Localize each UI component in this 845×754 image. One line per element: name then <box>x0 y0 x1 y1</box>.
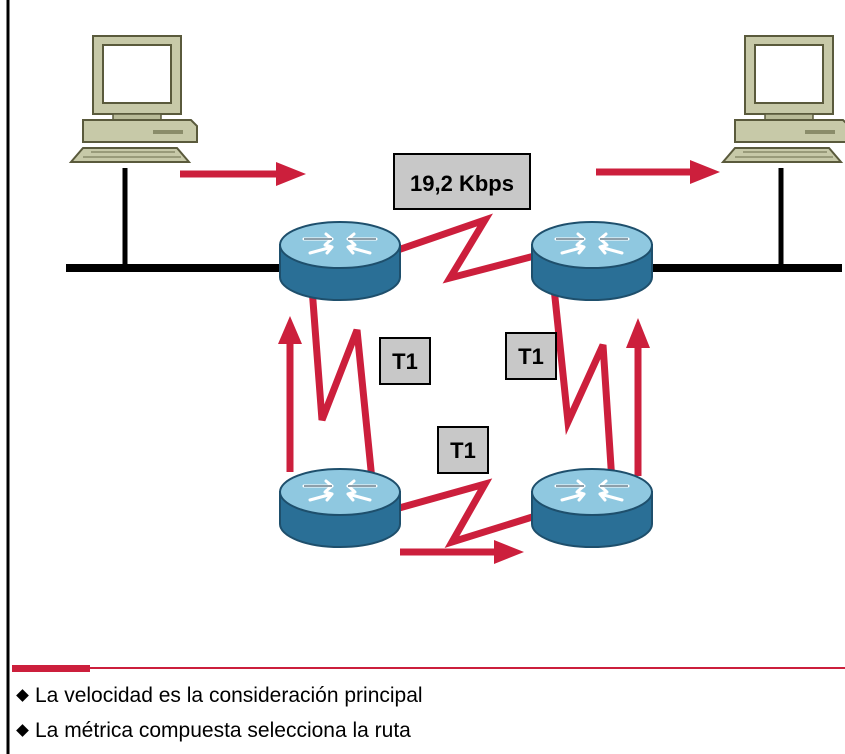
serial-link-bottom <box>391 478 544 548</box>
serial-link-left <box>308 287 376 481</box>
diamond-bullet-icon <box>16 689 29 702</box>
router-icon <box>278 467 402 549</box>
bullet-list: La velocidad es la consideración princip… <box>14 678 423 748</box>
serial-link-right <box>550 287 616 483</box>
bullet-text: La velocidad es la consideración princip… <box>35 683 423 707</box>
divider-accent <box>12 665 90 672</box>
bullet-item: La métrica compuesta selecciona la ruta <box>14 713 423 748</box>
router-icon <box>278 220 402 302</box>
router-icon <box>530 467 654 549</box>
bullet-text: La métrica compuesta selecciona la ruta <box>35 718 411 742</box>
link-speed-text: T1 <box>518 344 544 369</box>
link-speed-text: T1 <box>392 349 418 374</box>
traffic-arrow-right-top-left <box>180 162 306 186</box>
router-icon <box>530 220 654 302</box>
link-label-bottom: T1 <box>437 426 489 474</box>
desktop-computer-icon <box>722 35 845 163</box>
link-speed-text: 19,2 Kbps <box>410 171 514 196</box>
link-label-right: T1 <box>505 332 557 380</box>
traffic-arrow-right-top-right <box>596 160 720 184</box>
bullet-item: La velocidad es la consideración princip… <box>14 678 423 713</box>
link-speed-text: T1 <box>450 438 476 463</box>
traffic-arrow-right-bottom <box>400 540 524 564</box>
desktop-computer-icon <box>70 35 198 163</box>
diamond-bullet-icon <box>16 724 29 737</box>
link-label-left: T1 <box>379 337 431 385</box>
serial-link-top <box>390 213 543 284</box>
traffic-arrow-up-right <box>626 318 650 476</box>
link-label-top: 19,2 Kbps <box>393 153 531 210</box>
traffic-arrow-up-left <box>278 316 302 472</box>
